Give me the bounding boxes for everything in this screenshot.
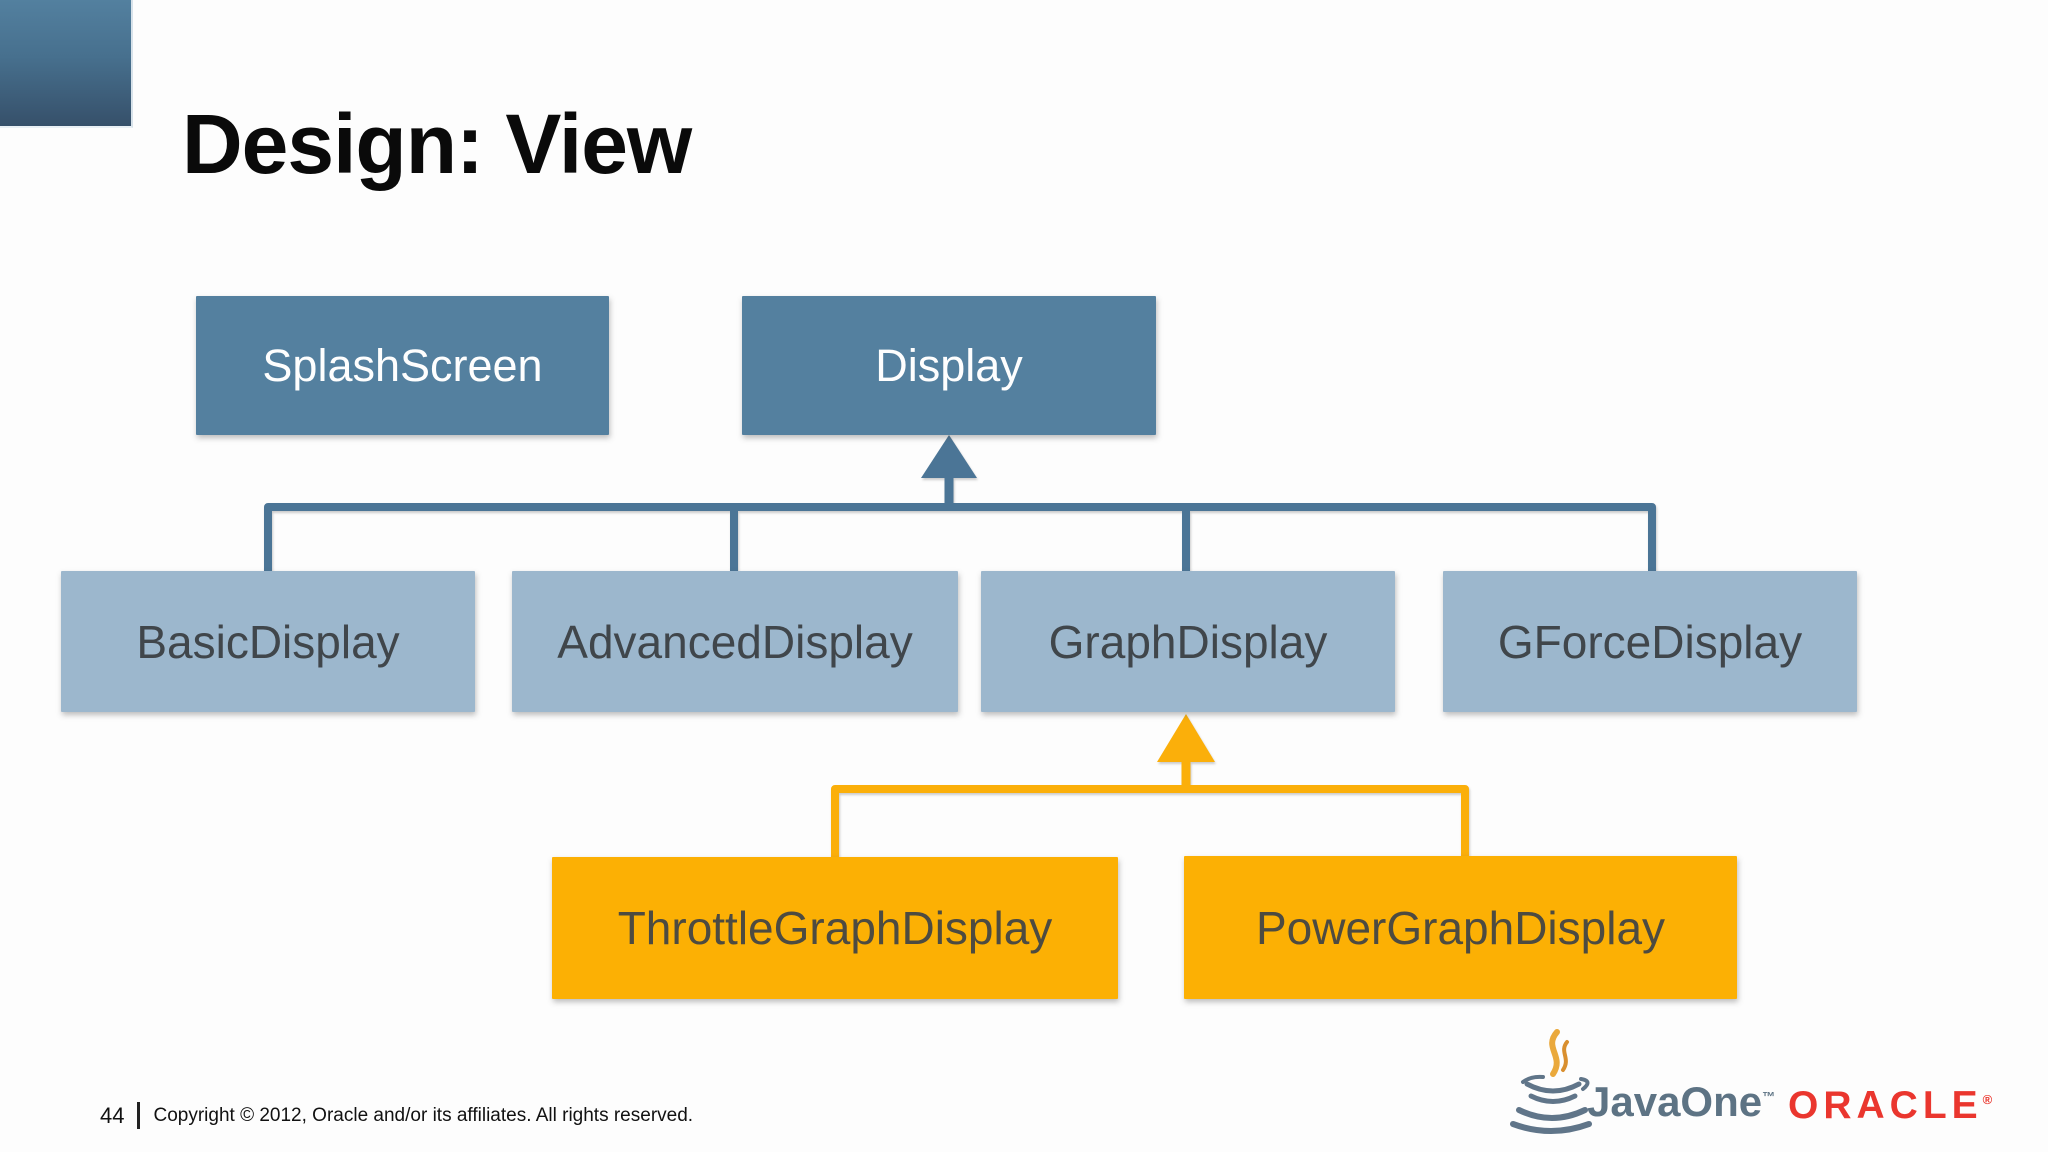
class-label: AdvancedDisplay [557, 615, 913, 668]
footer-divider [137, 1102, 141, 1129]
orange-connector-group [831, 714, 1469, 868]
class-label: GForceDisplay [1497, 615, 1803, 668]
class-label: ThrottleGraphDisplay [617, 902, 1053, 954]
blue-connector-group [264, 435, 1656, 582]
class-box-display: Display [742, 296, 1156, 435]
oracle-logo: ORACLE® [1788, 1084, 1993, 1127]
class-box-advanceddisplay: AdvancedDisplay [512, 571, 958, 712]
class-box-graphdisplay: GraphDisplay [981, 571, 1395, 712]
class-label: PowerGraphDisplay [1255, 901, 1666, 954]
class-box-basicdisplay: BasicDisplay [61, 571, 475, 712]
javaone-tm: ™ [1762, 1089, 1776, 1104]
class-box-gforcedisplay: GForceDisplay [1443, 571, 1857, 712]
page-title: Design: View [182, 97, 692, 192]
class-label: GraphDisplay [1048, 615, 1328, 668]
class-box-throttlegraphdisplay: ThrottleGraphDisplay [552, 857, 1118, 999]
slide-number: 44 [100, 1102, 125, 1128]
class-box-splashscreen: SplashScreen [196, 296, 609, 435]
class-box-powergraphdisplay: PowerGraphDisplay [1184, 856, 1737, 999]
orange-inheritance-arrow-icon [1157, 714, 1215, 762]
copyright-text: Copyright © 2012, Oracle and/or its affi… [153, 1104, 694, 1126]
class-label: SplashScreen [262, 339, 543, 391]
logo-row: JavaOne™ ORACLE® [1505, 1026, 2025, 1141]
class-label: Display [875, 339, 1023, 391]
blue-inheritance-arrow-icon [921, 435, 977, 478]
oracle-registered-mark: ® [1982, 1092, 1993, 1107]
class-label: BasicDisplay [136, 615, 400, 668]
javaone-logo: JavaOne™ [1505, 1026, 1775, 1138]
javaone-wordmark: JavaOne™ [1587, 1078, 1776, 1125]
java-cup-icon [1510, 1029, 1592, 1134]
footer: 44 Copyright © 2012, Oracle and/or its a… [100, 1102, 693, 1129]
corner-accent [0, 0, 133, 128]
